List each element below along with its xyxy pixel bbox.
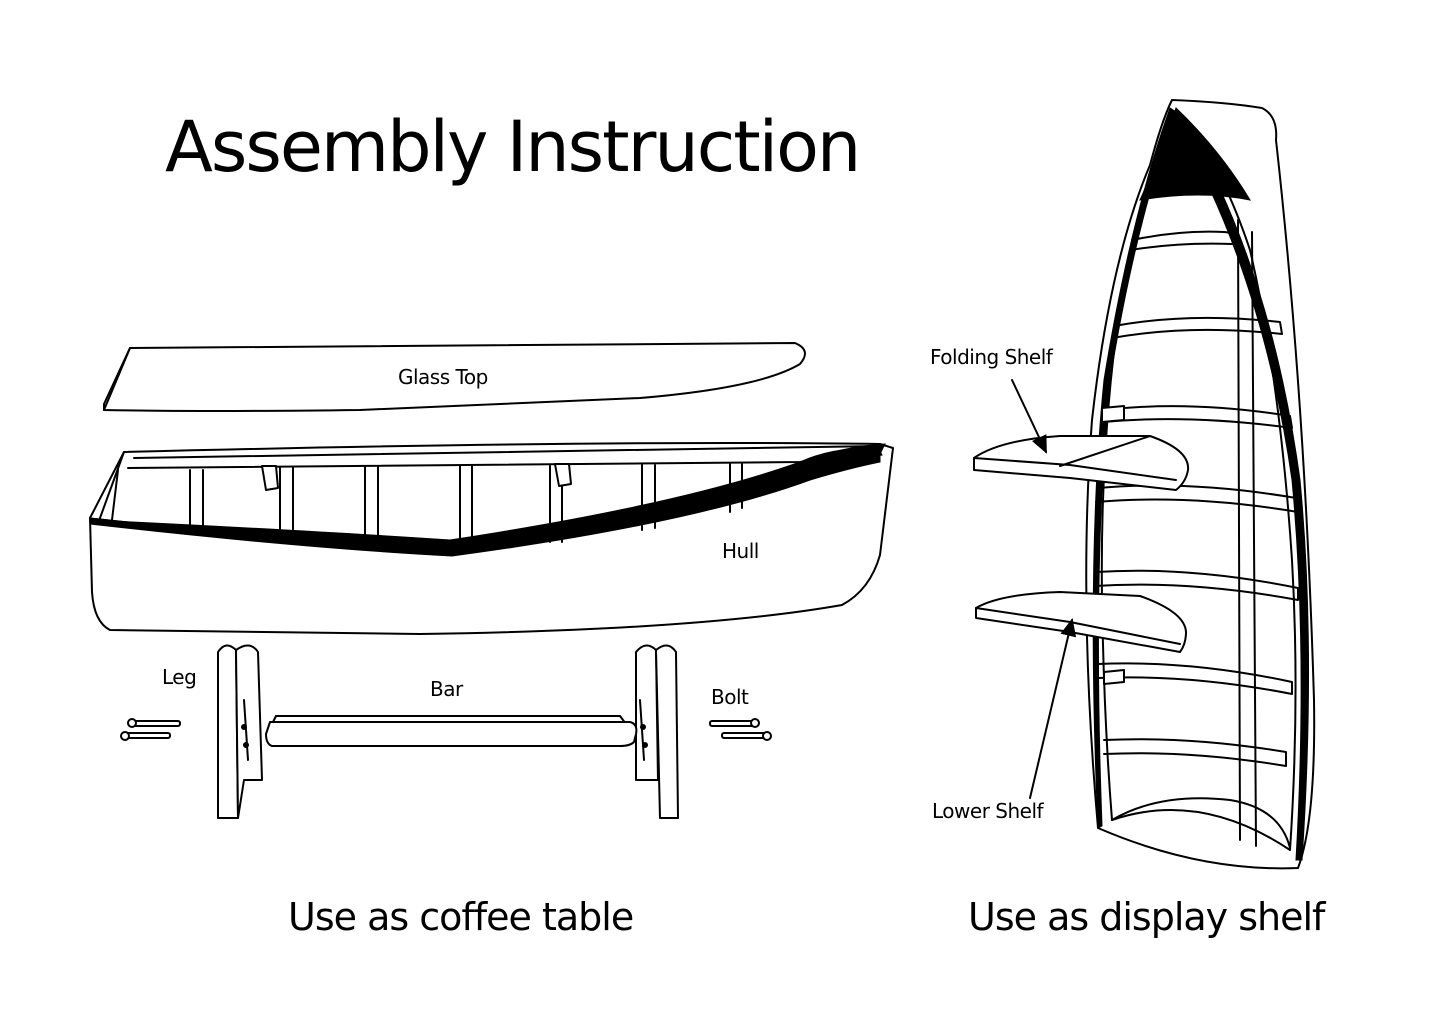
folding-shelf-arrow — [1011, 379, 1047, 454]
glass-top-part — [103, 342, 806, 412]
bar-label: Bar — [430, 677, 464, 701]
coffee-table-caption: Use as coffee table — [288, 895, 634, 939]
lower-shelf-arrow — [1029, 618, 1077, 799]
bolts-left — [120, 718, 181, 741]
page-title: Assembly Instruction — [165, 106, 861, 188]
bolt-label: Bolt — [711, 685, 749, 709]
bar-part — [265, 715, 638, 747]
bolts-right — [709, 718, 772, 741]
display-shelf-caption: Use as display shelf — [968, 895, 1325, 939]
leg-right — [635, 644, 679, 819]
folding-shelf-label: Folding Shelf — [930, 345, 1054, 369]
hull-part — [88, 442, 894, 635]
folding-shelf-part — [973, 435, 1190, 491]
hull-label: Hull — [722, 539, 759, 563]
glass-top-label: Glass Top — [398, 365, 488, 389]
lower-shelf-part — [975, 591, 1187, 653]
leg-left — [217, 644, 263, 819]
leg-label: Leg — [162, 665, 196, 689]
lower-shelf-label: Lower Shelf — [932, 799, 1045, 823]
standing-boat — [1085, 99, 1316, 870]
